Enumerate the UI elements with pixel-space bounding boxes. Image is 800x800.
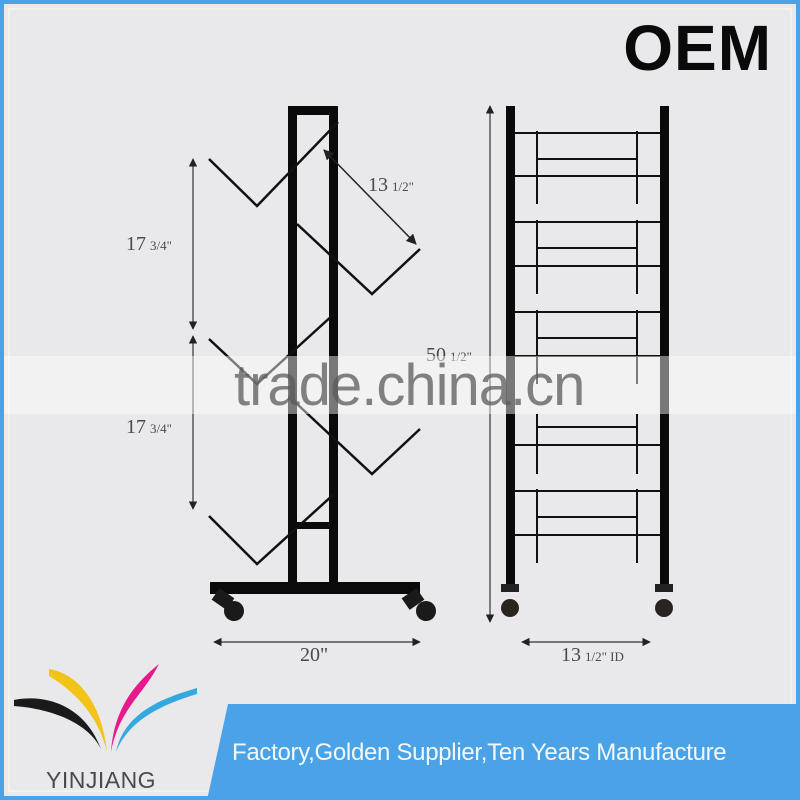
- dimension-label: 20": [300, 644, 329, 666]
- tagline-text: Factory,Golden Supplier,Ten Years Manufa…: [232, 739, 727, 766]
- oem-badge: OEM: [623, 12, 772, 84]
- dimension-shelf-spacing-upper: 17 3/4": [126, 233, 172, 256]
- dimension-whole: 17: [126, 416, 146, 438]
- side-view: [188, 106, 436, 647]
- dimension-whole: 13: [368, 174, 388, 196]
- dimension-fraction: 3/4": [150, 421, 172, 436]
- dimension-fraction: 3/4": [150, 238, 172, 253]
- dimension-fraction: 1/2": [450, 349, 472, 364]
- dimension-whole: 50: [426, 344, 446, 366]
- dimension-base-width: 20": [300, 644, 328, 667]
- dimension-fraction: 1/2" ID: [585, 649, 624, 664]
- watermark-band: [4, 356, 796, 414]
- dimension-whole: 13: [561, 644, 581, 666]
- yinjiang-logo-icon: [14, 664, 197, 752]
- dimension-fraction: 1/2": [392, 179, 414, 194]
- watermark-text: trade.china.cn: [234, 353, 585, 418]
- dimension-inner-width: 13 1/2" ID: [561, 644, 624, 667]
- brand-name: YINJIANG: [46, 767, 157, 793]
- dimension-shelf-spacing-lower: 17 3/4": [126, 416, 172, 439]
- rack-drawing: [14, 105, 673, 752]
- dimension-total-height: 50 1/2": [426, 344, 472, 367]
- tagline-banner: [204, 704, 796, 796]
- dimension-shelf-depth: 13 1/2": [368, 174, 414, 197]
- dimension-whole: 17: [126, 233, 146, 255]
- front-view: [485, 105, 673, 647]
